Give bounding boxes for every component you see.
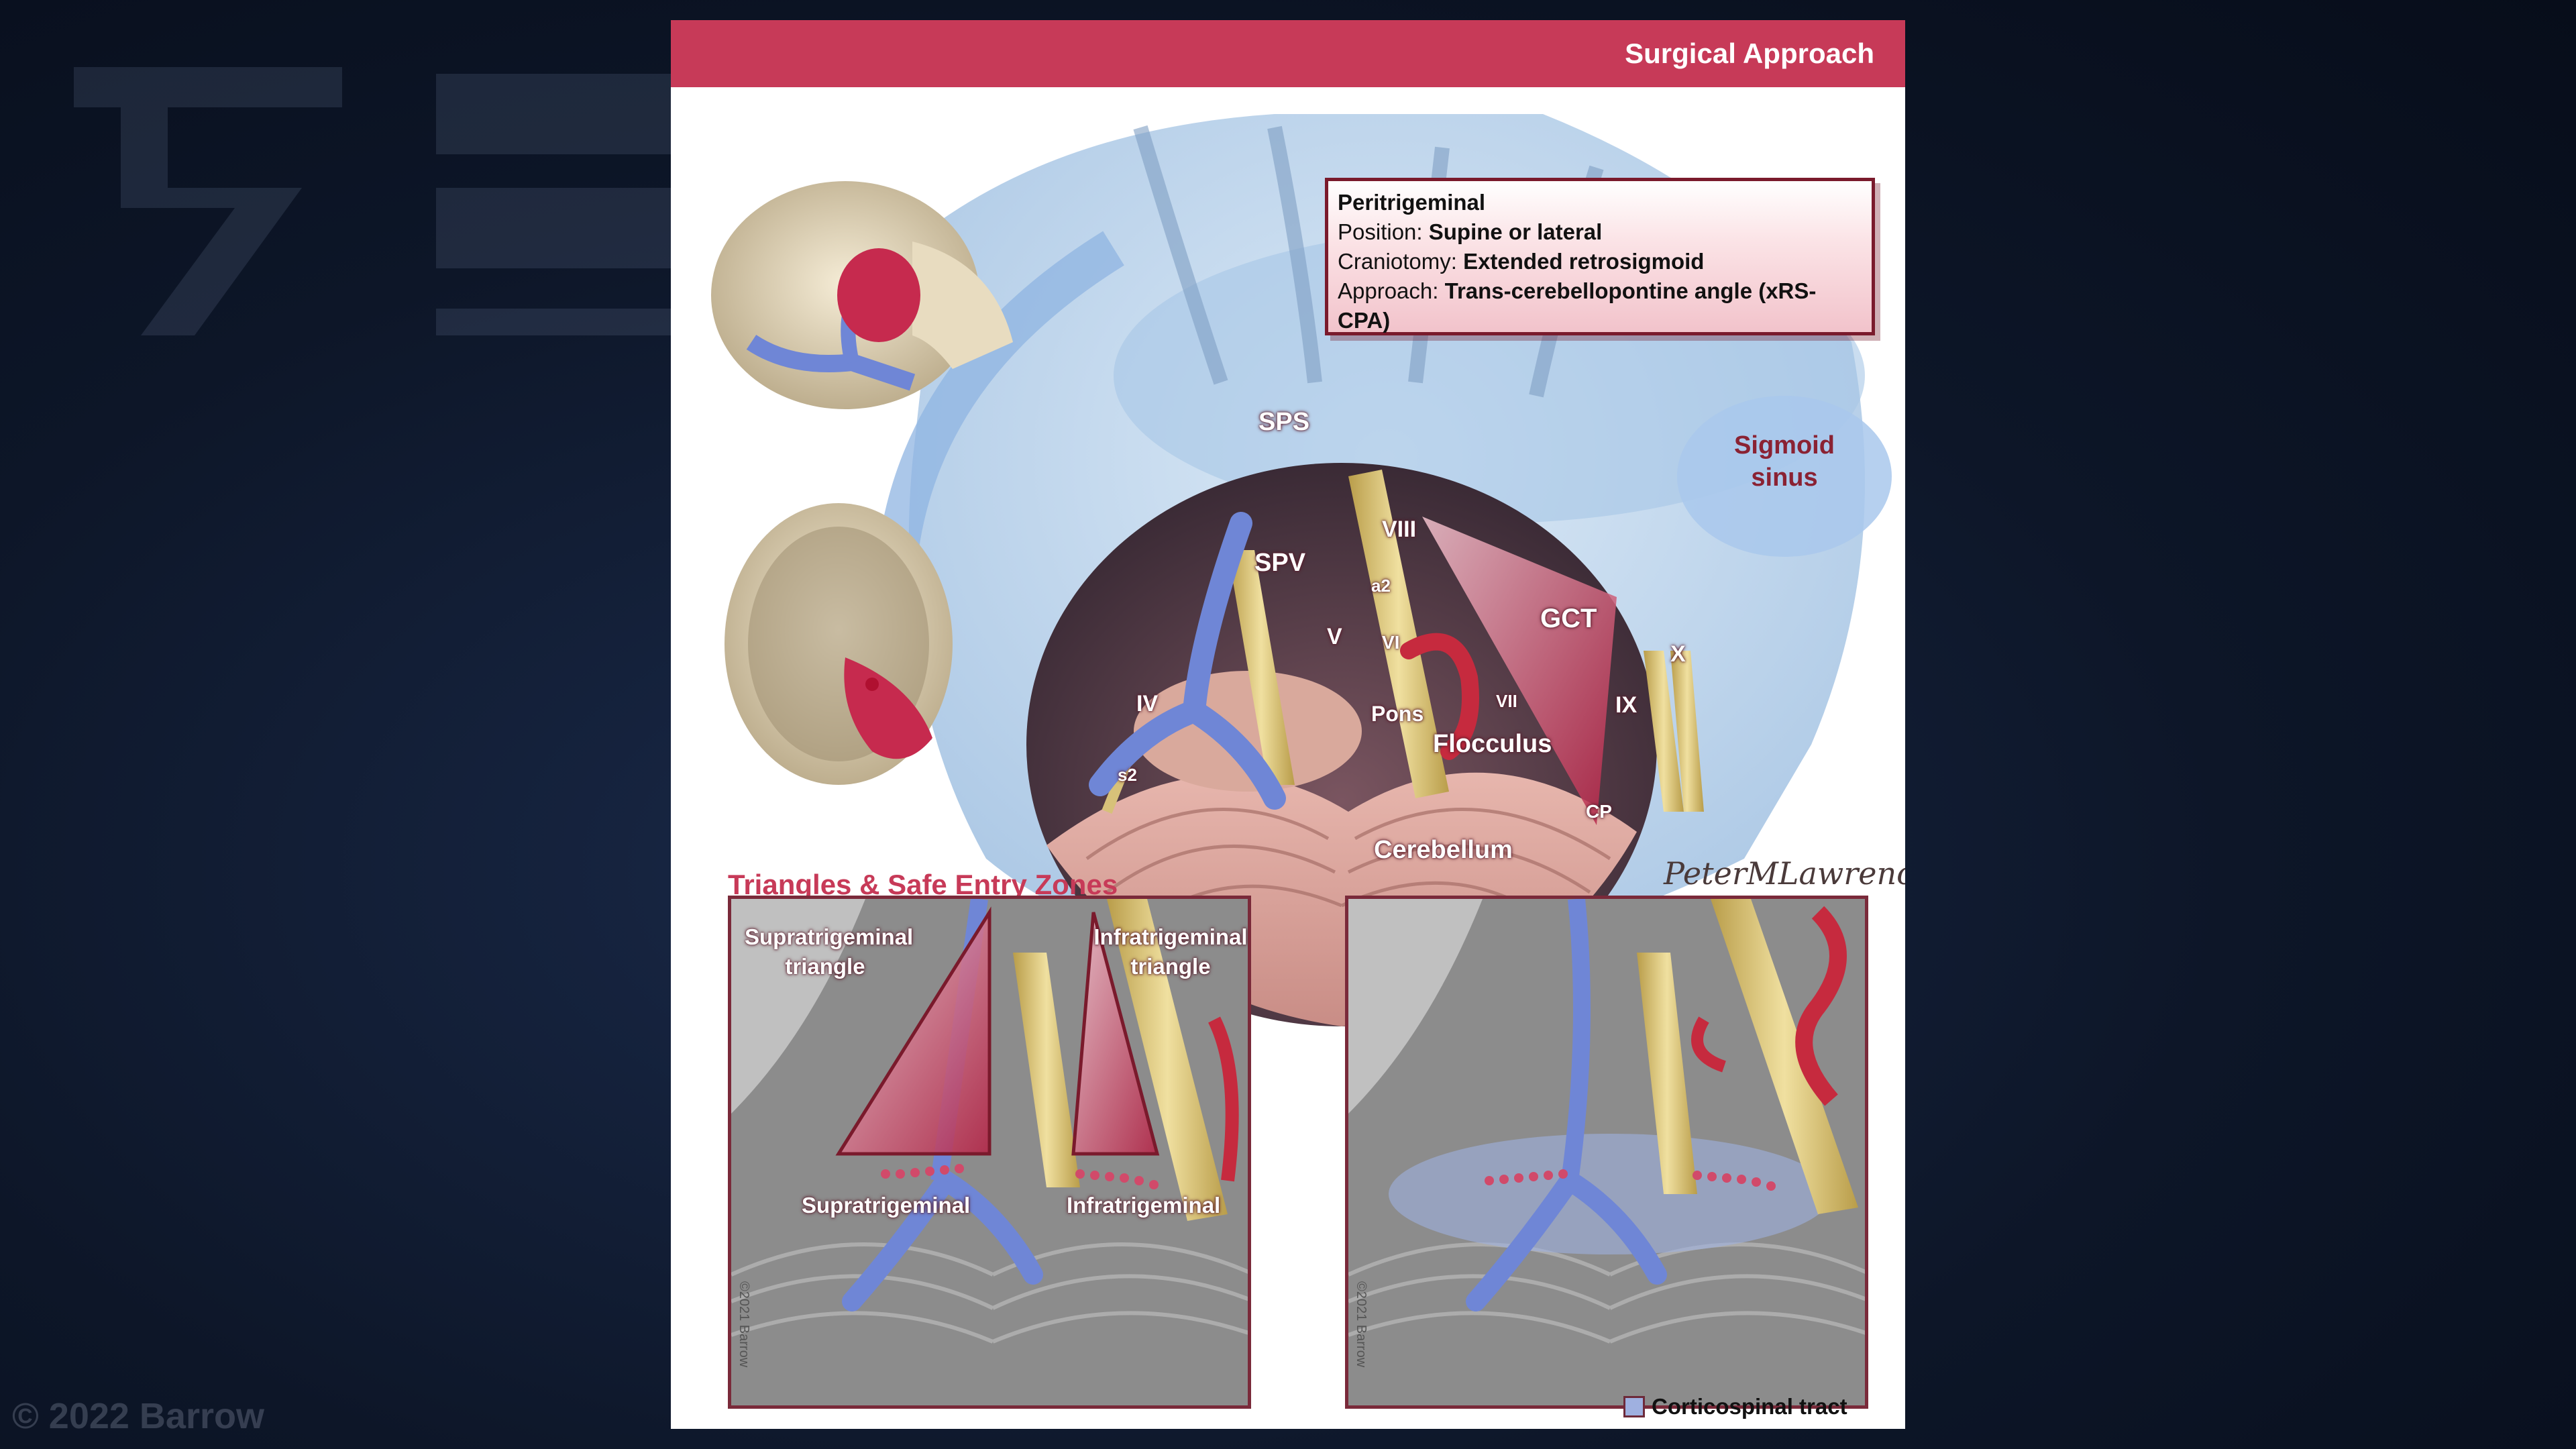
label-cp: CP (1586, 801, 1612, 822)
label-cerebellum: Cerebellum (1374, 836, 1513, 864)
inset-triangles: Supratrigeminal triangle Infratrigeminal… (728, 896, 1251, 1409)
info-title: Peritrigeminal (1338, 190, 1486, 215)
label-a2: a2 (1371, 576, 1391, 596)
label-sigmoid-sinus: Sigmoid sinus (1734, 431, 1835, 492)
label-ix: IX (1615, 692, 1638, 718)
inset-triangles-art (731, 899, 1248, 1405)
label-v: V (1327, 624, 1342, 649)
inset-left-credit: ©2021 Barrow (737, 1281, 751, 1368)
legend: Corticospinal tract (1623, 1394, 1847, 1419)
label-vi: VI (1382, 632, 1400, 653)
label-sps: SPS (1258, 408, 1310, 436)
label-vii: VII (1496, 691, 1517, 711)
info-position-row: Position: Supine or lateral (1338, 219, 1603, 244)
label-iv: IV (1136, 691, 1159, 716)
label-s2: s2 (1118, 765, 1137, 785)
label-supratrigeminal-triangle: Supratrigeminal triangle (745, 924, 914, 979)
label-pons: Pons (1371, 702, 1424, 726)
illustration-panel: Surgical Approach (671, 20, 1905, 1429)
label-viii: VIII (1382, 517, 1417, 542)
inset-corticospinal-art (1348, 899, 1865, 1405)
inset-corticospinal: ©2021 Barrow (1345, 896, 1868, 1409)
label-flocculus: Flocculus (1433, 730, 1552, 758)
header-title: Surgical Approach (1625, 38, 1874, 69)
legend-swatch-corticospinal (1623, 1396, 1645, 1417)
label-x: X (1670, 641, 1686, 667)
artist-signature: PeterMLawrence (1664, 855, 1905, 892)
legend-label: Corticospinal tract (1652, 1394, 1847, 1419)
label-supratrigeminal-zone: Supratrigeminal (802, 1193, 971, 1218)
label-infratrigeminal-triangle: Infratrigeminal triangle (1093, 924, 1248, 979)
approach-info-box: Peritrigeminal Position: Supine or later… (1325, 178, 1875, 335)
label-gct: GCT (1540, 604, 1597, 633)
info-approach-row: Approach: Trans-cerebellopontine angle (… (1338, 278, 1817, 333)
label-spv: SPV (1254, 549, 1306, 577)
copyright-watermark: © 2022 Barrow (12, 1396, 264, 1436)
info-craniotomy-row: Craniotomy: Extended retrosigmoid (1338, 249, 1705, 274)
header-bar: Surgical Approach (671, 20, 1905, 87)
section-title: Triangles & Safe Entry Zones (728, 869, 1118, 900)
label-infratrigeminal-zone: Infratrigeminal (1067, 1193, 1221, 1218)
inset-right-credit: ©2021 Barrow (1354, 1281, 1368, 1368)
